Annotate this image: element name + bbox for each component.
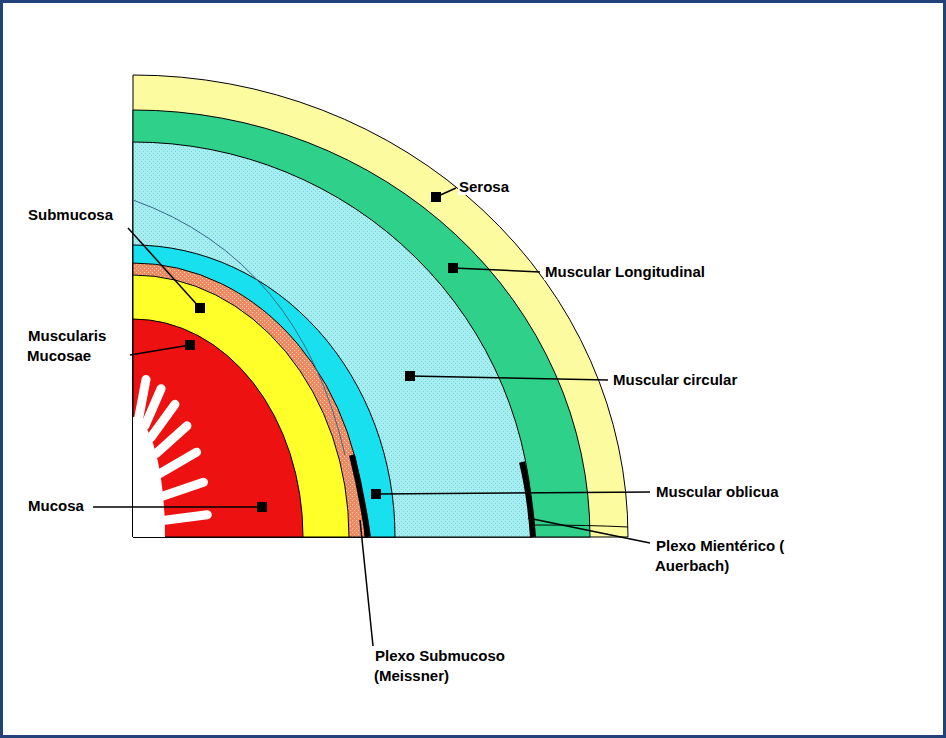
- wall-layer: [133, 263, 365, 537]
- wall-layers: [133, 75, 628, 537]
- wall-layer: [133, 110, 590, 537]
- villus-gap: [139, 379, 146, 418]
- label-text: Plexo Mientérico ( Auerbach): [655, 537, 784, 574]
- wall-layer: [133, 142, 533, 537]
- part-label: Muscularis Mucosae: [27, 326, 127, 366]
- wall-layer: [133, 275, 349, 537]
- part-label: Muscular oblicua: [655, 482, 855, 502]
- myenteric-plexus: [522, 462, 533, 537]
- label-text: Muscular oblicua: [655, 483, 780, 500]
- layer-line: [533, 525, 628, 527]
- part-label: Plexo Submucoso (Meissner): [374, 646, 519, 686]
- villus-gap: [160, 452, 196, 473]
- label-text: Submucosa: [27, 206, 114, 223]
- villi: [139, 379, 208, 520]
- label-text: Mucosa: [27, 497, 85, 514]
- label-text: Muscularis Mucosae: [27, 327, 106, 364]
- part-label: Submucosa: [27, 205, 167, 225]
- label-text: Muscular circular: [612, 371, 738, 388]
- part-label: Serosa: [458, 177, 578, 197]
- marker-squares: [185, 192, 458, 512]
- villus-gap: [163, 482, 203, 496]
- label-text: Muscular Longitudinal: [544, 263, 706, 280]
- wall-layer: [133, 75, 628, 537]
- label-text: Plexo Submucoso (Meissner): [374, 647, 505, 684]
- part-label: Muscular circular: [612, 370, 812, 390]
- part-label: Mucosa: [27, 496, 127, 516]
- wall-layer: [133, 319, 303, 537]
- wall-layer: [133, 245, 395, 537]
- label-text: Serosa: [458, 178, 510, 195]
- villus-gap: [165, 515, 208, 521]
- part-label: Plexo Mientérico ( Auerbach): [655, 536, 800, 576]
- leader-lines: [93, 188, 650, 646]
- layer-line: [133, 200, 345, 455]
- part-label: Muscular Longitudinal: [544, 262, 804, 282]
